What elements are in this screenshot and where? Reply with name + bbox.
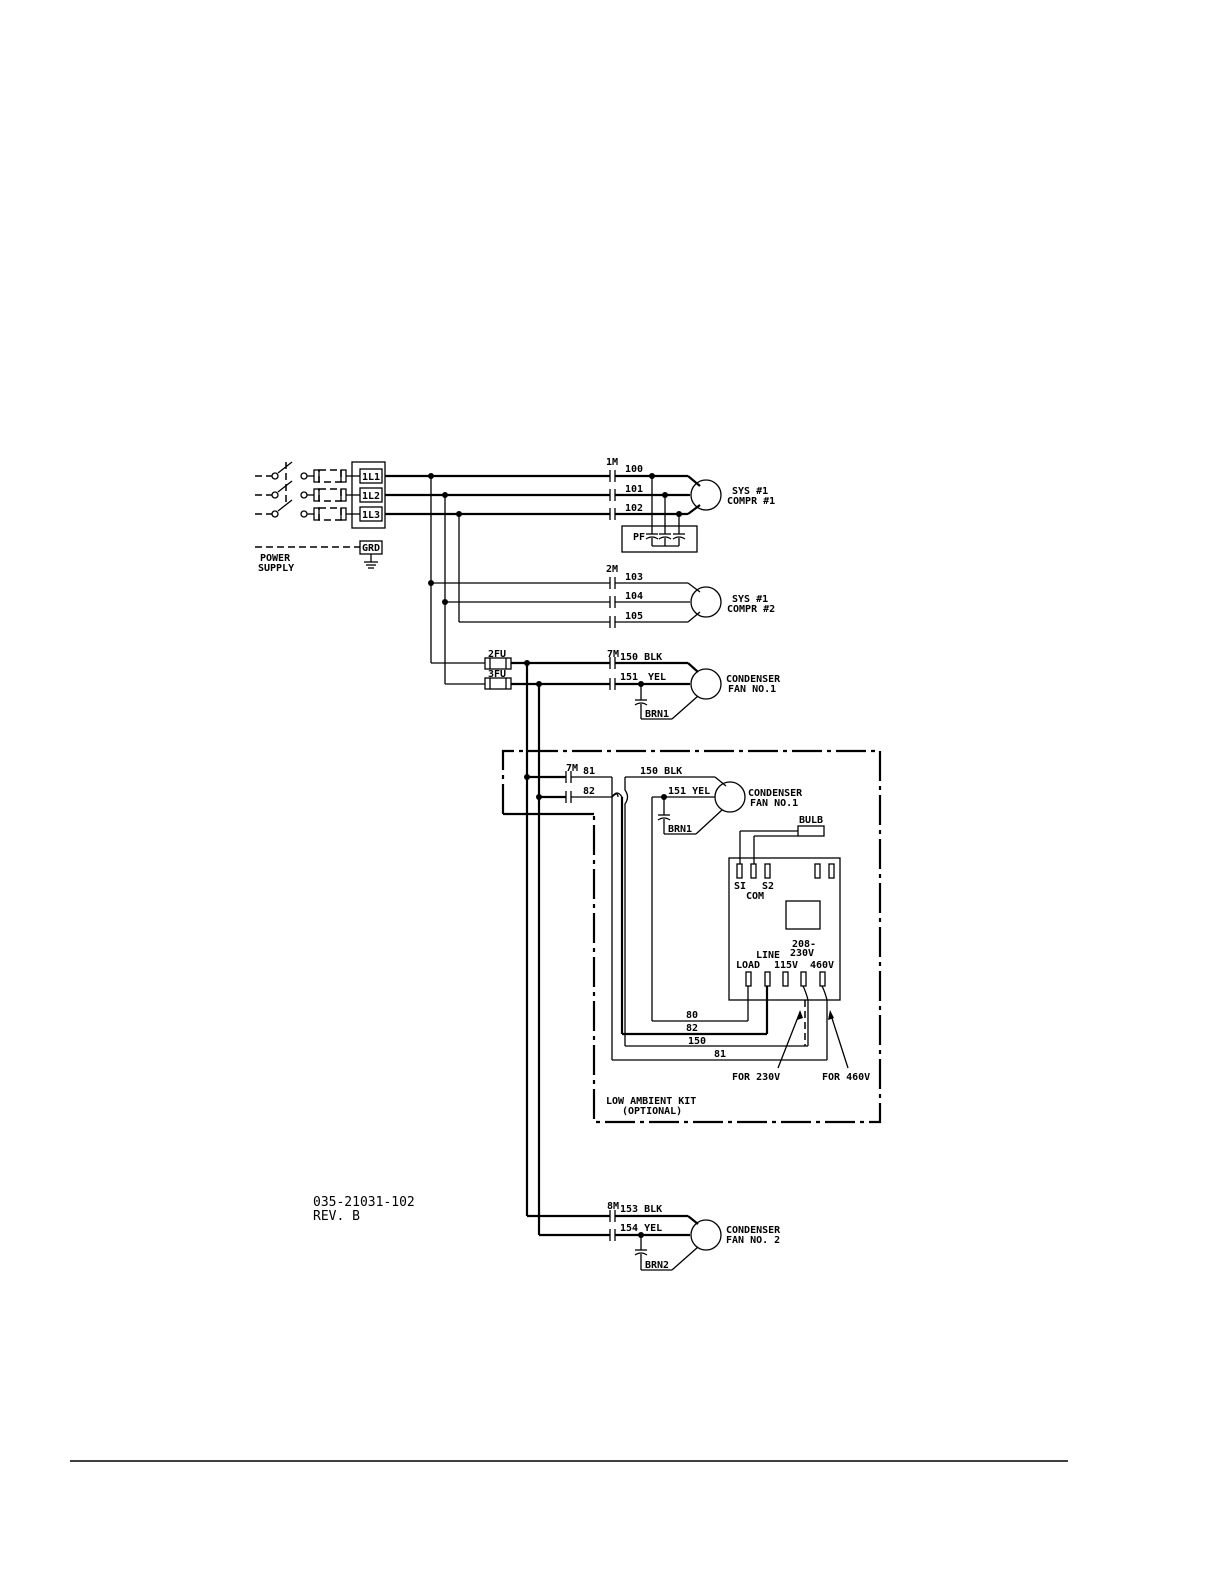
compressor-2-motor-icon: [690, 586, 722, 618]
wire-102: 102: [625, 503, 643, 514]
wire-80: 80: [686, 1010, 698, 1021]
kit-title-1: LOW AMBIENT KIT: [606, 1096, 696, 1107]
fan2-name-2: FAN NO. 2: [726, 1235, 780, 1246]
run-capacitor-1-icon: [634, 699, 648, 706]
contactor-2m-label: 2M: [606, 564, 618, 575]
fan1-name-1: CONDENSER: [726, 674, 781, 685]
terminal-1l1: [359, 468, 383, 484]
wire-101: 101: [625, 484, 643, 495]
disconnect-switch: [271, 461, 314, 518]
ground-label: GRD: [362, 543, 380, 554]
fuse-2fu-label: 2FU: [488, 649, 506, 660]
fan1-wire-blk: 150 BLK: [620, 652, 662, 663]
term-s2: S2: [762, 881, 774, 892]
terminal-1l3: [359, 506, 383, 522]
kit-title-2: (OPTIONAL): [622, 1106, 682, 1117]
pf-label: PF: [633, 532, 645, 543]
v208-1: 208-: [792, 939, 816, 950]
power-supply-label-1: POWER: [260, 553, 291, 564]
field-fuses: [313, 469, 360, 521]
v208-2: 230V: [790, 948, 814, 959]
drawing-rev: REV. B: [313, 1209, 360, 1224]
pf-capacitor-box: [621, 525, 698, 553]
fan2-wire-blk: 153 BLK: [620, 1204, 662, 1215]
compr1-name-1: SYS #1: [732, 486, 768, 497]
low-ambient-kit: LOW AMBIENT KIT (OPTIONAL) 7M 81 82 150 …: [501, 749, 882, 1124]
drawing-number: 035-21031-102: [313, 1195, 415, 1210]
compressor-1-motor-icon: [690, 479, 722, 511]
compr2-name-1: SYS #1: [732, 594, 768, 605]
pf-capacitor-icon: [645, 533, 686, 547]
term-si: SI: [734, 881, 746, 892]
kit-contactor-label: 7M: [566, 763, 578, 774]
kit-wire-82: 82: [583, 786, 595, 797]
wire-104: 104: [625, 591, 643, 602]
line-label: LINE: [756, 950, 780, 961]
compr1-name-2: COMPR #1: [727, 496, 775, 507]
for460-label: FOR 460V: [822, 1072, 870, 1083]
for460-arrow: [829, 1011, 849, 1069]
bulb-label: BULB: [799, 815, 823, 826]
low-ambient-control-module: [728, 857, 841, 1001]
control-bottom-terminals: [745, 971, 826, 987]
kit-fan-brn: BRN1: [668, 824, 692, 835]
condenser-fan-2-motor-icon: [690, 1219, 722, 1251]
kit-fan-blk: 150 BLK: [640, 766, 682, 777]
term-com: COM: [746, 891, 764, 902]
compr2-name-2: COMPR #2: [727, 604, 775, 615]
kit-fan-name-2: FAN NO.1: [750, 798, 798, 809]
fuse-3fu-label: 3FU: [488, 669, 506, 680]
load-label: LOAD: [736, 960, 760, 971]
fan1-brn: BRN1: [645, 709, 669, 720]
terminal-1l2-label: 1L2: [362, 491, 380, 502]
run-capacitor-2-icon: [634, 1249, 648, 1256]
v460-label: 460V: [810, 960, 834, 971]
contactor-7m-label: 7M: [607, 649, 619, 660]
kit-run-capacitor-icon: [657, 814, 671, 821]
contactor-8m-contacts: [609, 1210, 616, 1241]
fan2-name-1: CONDENSER: [726, 1225, 781, 1236]
kit-condenser-fan-motor-icon: [714, 781, 746, 813]
wire-150: 150: [688, 1036, 706, 1047]
wire-105: 105: [625, 611, 643, 622]
terminal-1l2: [359, 487, 383, 503]
kit-fan-yel: 151 YEL: [668, 786, 710, 797]
wire-103: 103: [625, 572, 643, 583]
fan1-name-2: FAN NO.1: [728, 684, 776, 695]
wire-82: 82: [686, 1023, 698, 1034]
v115-label: 115V: [774, 960, 798, 971]
kit-fan-name-1: CONDENSER: [748, 788, 803, 799]
compressor-1-circuit: 1M 100 101 102 PF SY: [606, 457, 775, 553]
control-fuses: 2FU 3FU: [484, 649, 512, 690]
contactor-7m-contacts: [609, 657, 616, 690]
wire-81: 81: [714, 1049, 726, 1060]
main-bus: [385, 473, 610, 685]
condenser-fan-1-motor-icon: [690, 668, 722, 700]
control-module-window: [785, 900, 821, 930]
power-supply-label-2: SUPPLY: [258, 563, 294, 574]
fan2-brn: BRN2: [645, 1260, 669, 1271]
condenser-fan-2-circuit: 8M 153 BLK 154 YEL BRN2 CONDENSER FAN NO…: [527, 1201, 781, 1271]
contactor-8m-label: 8M: [607, 1201, 619, 1212]
condenser-fan-1-circuit: 7M 150 BLK 151 YEL BRN1 CONDENSER FAN NO…: [511, 649, 781, 720]
fan1-wire-yel-num: 151: [620, 672, 638, 683]
contactor-2m-contacts: [609, 577, 616, 628]
compressor-2-circuit: 2M 103 104 105 SYS #1 COMPR #2: [606, 564, 775, 628]
contactor-1m-contacts: [609, 470, 616, 520]
sensor-bulb-icon: [797, 825, 825, 837]
power-supply-section: 1L1 1L2 1L3 GRD POWER SUPPLY: [255, 461, 386, 574]
control-top-terminals: [736, 863, 835, 879]
kit-contactor-contacts: [565, 771, 572, 803]
fan1-wire-yel: YEL: [648, 672, 666, 683]
contactor-1m-label: 1M: [606, 457, 618, 468]
for230-arrow: [777, 1011, 801, 1069]
wire-100: 100: [625, 464, 643, 475]
kit-wire-81: 81: [583, 766, 595, 777]
fan2-wire-yel: 154 YEL: [620, 1223, 662, 1234]
ground-icon: [364, 554, 378, 569]
for230-label: FOR 230V: [732, 1072, 780, 1083]
terminal-1l1-label: 1L1: [362, 472, 380, 483]
terminal-1l3-label: 1L3: [362, 510, 380, 521]
